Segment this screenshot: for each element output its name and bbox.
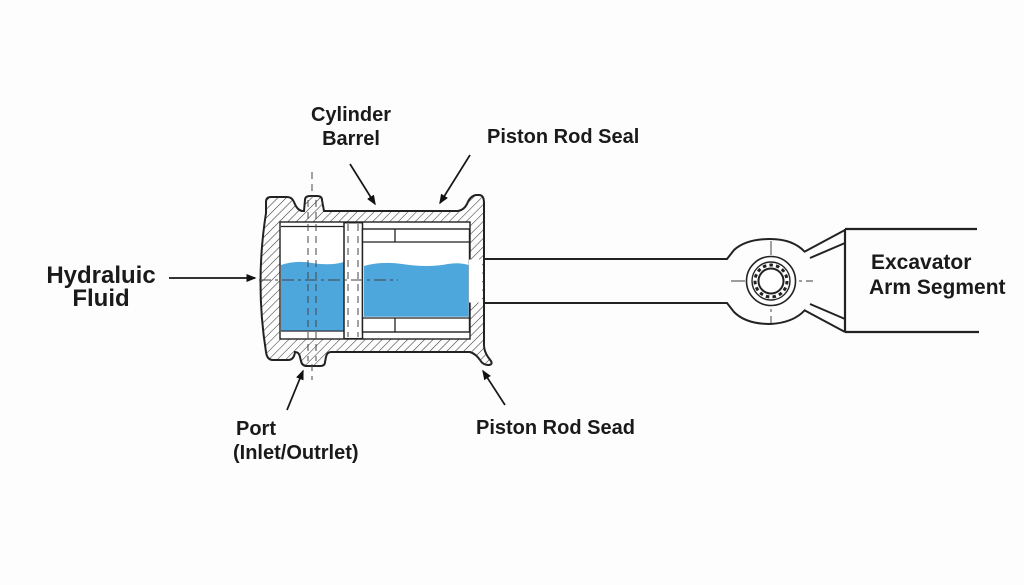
port-arrow: [286, 369, 304, 411]
cylinder-barrel-label-line2: Barrel: [322, 128, 380, 150]
cylinder-barrel-label-line1: Cylinder: [311, 104, 391, 126]
piston-assembly: [343, 221, 471, 340]
piston: [343, 221, 364, 340]
port-centerlines: [307, 200, 317, 361]
bearing-rollers: [753, 263, 789, 299]
arm-segment-label-line1: Excavator: [871, 251, 971, 274]
hydraulic-fluid-label-line1: Hydraluic: [46, 262, 155, 289]
centerlines: [259, 172, 813, 380]
excavator-arm-segment: Excavator Arm Segment: [843, 227, 1006, 334]
hydraulic-fluid-right-chamber: [364, 262, 469, 317]
pin-bore: [757, 267, 785, 295]
port-label-line1: Port: [236, 418, 276, 440]
rod-outline: [483, 237, 806, 326]
rod-eye-bearing: [745, 255, 797, 307]
barrel-liner-lines: [281, 225, 344, 332]
arm-segment-label-line2: Arm Segment: [869, 276, 1006, 299]
cylinder-barrel-arrow: [349, 163, 376, 206]
piston-rod-seal-bottom-arrow: [482, 369, 506, 406]
piston-rod-seal-bottom-label: Piston Rod Sead: [476, 417, 635, 439]
bearing-race: [751, 261, 791, 301]
leader-arrows: [169, 154, 506, 411]
piston-rod-seal-top-arrow: [439, 154, 471, 205]
clevis-taper-lines: [803, 229, 846, 333]
piston-rod-seal-top-label: Piston Rod Seal: [487, 126, 639, 148]
hydraulic-fluid-left-chamber: [281, 261, 344, 331]
arm-segment-outline: [843, 227, 979, 334]
port-label-line2: (Inlet/Outrlet): [233, 442, 359, 464]
rod-gland-passage: [469, 259, 482, 303]
piston-rod: [469, 229, 846, 333]
piston-centerlines: [347, 224, 359, 337]
labels: Cylinder Barrel Piston Rod Seal Hydralui…: [46, 104, 639, 464]
hydraulic-fluid-label-line2: Fluid: [72, 285, 129, 312]
rod-eye-crosshair: [731, 241, 813, 323]
gland-detail-lines: [362, 229, 470, 332]
